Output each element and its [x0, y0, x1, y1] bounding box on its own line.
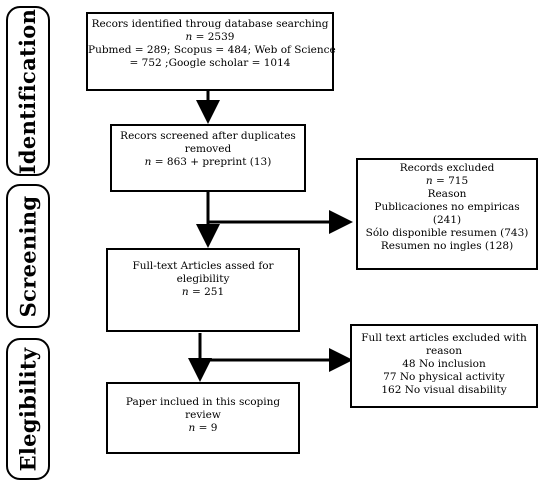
excluded-line-7: Resumen no ingles (128): [380, 240, 514, 252]
records-identified-box: Recors identified throug database search…: [86, 12, 336, 91]
excluded-line-6: Sólo disponible resumen (743): [365, 227, 529, 239]
identified-line-4: = 752 ;Google scholar = 1014: [129, 57, 291, 69]
screened-line-2: removed: [184, 143, 232, 155]
records-excluded-box: Records excluded n = 715 Reason Publicac…: [356, 158, 538, 270]
included-count: n = 9: [188, 422, 218, 434]
excluded-line-1: Records excluded: [399, 162, 495, 174]
ft-excluded-line-2: reason: [426, 345, 462, 357]
screened-count: n = 863 + preprint (13): [144, 156, 272, 168]
included-line-1: Paper inclued in this scoping: [125, 396, 281, 408]
ft-excluded-line-5: 162 No visual disability: [381, 384, 507, 396]
records-screened-box: Recors screened after duplicates removed…: [110, 124, 306, 192]
identified-line-3: Pubmed = 289; Scopus = 484; Web of Scien…: [88, 44, 336, 56]
screened-line-1: Recors screened after duplicates: [120, 130, 296, 142]
phase-identification: Identification: [6, 6, 50, 176]
included-line-2: review: [185, 409, 221, 421]
identified-count: n = 2539: [185, 31, 235, 43]
fulltext-count: n = 251: [181, 286, 225, 298]
ft-excluded-line-1: Full text articles excluded with: [361, 332, 527, 344]
phase-screening: Screening: [6, 184, 50, 328]
ft-excluded-line-3: 48 No inclusion: [402, 358, 486, 370]
fulltext-excluded-box: Full text articles excluded with reason …: [350, 324, 538, 408]
excluded-line-5: (241): [432, 214, 462, 226]
identified-line-1: Recors identified throug database search…: [91, 18, 329, 30]
excluded-count: n = 715: [425, 175, 469, 187]
excluded-line-3: Reason: [427, 188, 467, 200]
excluded-line-4: Publicaciones no empiricas: [374, 201, 520, 213]
included-box: Paper inclued in this scoping review n =…: [106, 382, 300, 454]
phase-elegibility: Elegibility: [6, 338, 50, 480]
fulltext-line-1: Full-text Articles assed for: [132, 260, 274, 272]
fulltext-assessed-box: Full-text Articles assed for elegibility…: [106, 248, 300, 332]
fulltext-line-2: elegibility: [176, 273, 230, 285]
ft-excluded-line-4: 77 No physical activity: [383, 371, 505, 383]
